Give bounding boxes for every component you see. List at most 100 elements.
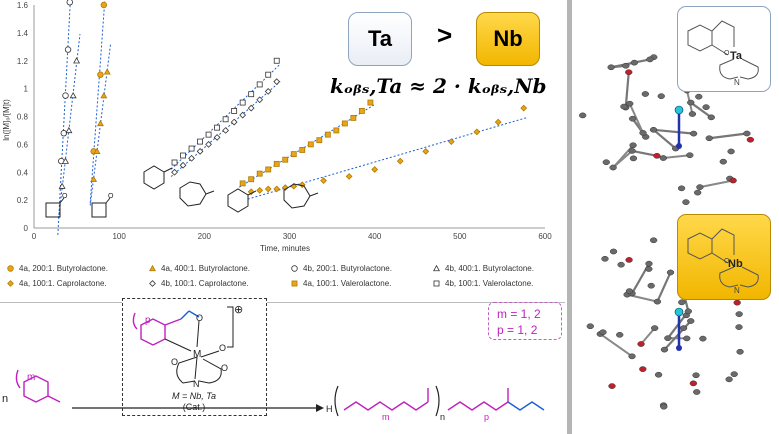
atom xyxy=(651,325,659,331)
legend-label: 4a, 400:1. Butyrolactone. xyxy=(161,264,250,273)
x-tick-label: 600 xyxy=(538,232,552,241)
atom xyxy=(626,100,634,107)
atom xyxy=(608,383,616,389)
data-point xyxy=(73,57,81,64)
atom xyxy=(659,155,667,161)
data-point xyxy=(231,108,238,114)
monomer-m: m xyxy=(27,372,35,383)
data-point xyxy=(230,118,238,126)
legend-label: 4b, 400:1. Butyrolactone. xyxy=(445,264,534,273)
atom xyxy=(607,64,615,71)
data-point xyxy=(341,120,348,127)
atom xyxy=(735,311,743,317)
caprolactone-structure-2 xyxy=(283,183,319,209)
nb-complex-o: O xyxy=(724,258,730,265)
data-point xyxy=(60,130,68,137)
atom xyxy=(677,185,686,192)
y-axis-label: ln([M]₀/[M]t) xyxy=(2,99,11,141)
data-point xyxy=(333,127,340,134)
legend-item: 4b, 200:1. Butyrolactone. xyxy=(290,264,392,273)
data-point xyxy=(256,81,263,88)
data-point xyxy=(291,265,298,272)
atom xyxy=(699,335,707,342)
atom xyxy=(686,152,694,159)
atom xyxy=(625,257,633,263)
data-point xyxy=(65,126,73,134)
data-point xyxy=(7,265,14,272)
data-point xyxy=(188,145,195,152)
data-point xyxy=(247,104,255,112)
data-point xyxy=(247,188,255,196)
ta-symbol: Ta xyxy=(367,26,393,51)
atom xyxy=(743,130,751,137)
data-point xyxy=(171,168,178,176)
atom xyxy=(625,288,634,294)
data-point xyxy=(171,159,178,166)
atom xyxy=(687,99,695,106)
nb-complex-metal: Nb xyxy=(728,258,743,270)
legend-label: 4a, 100:1. Caprolactone. xyxy=(19,279,107,288)
legend-marker xyxy=(433,264,440,272)
ta-complex-n: N xyxy=(734,78,740,87)
ta-complex-metal: Ta xyxy=(730,50,743,62)
atom xyxy=(645,266,653,272)
atom xyxy=(609,164,617,171)
data-point xyxy=(447,138,455,145)
atom xyxy=(654,371,663,378)
catalyst-p-label: p xyxy=(145,315,151,326)
catalyst-metal: M xyxy=(193,349,201,360)
monomer-ring xyxy=(15,369,61,403)
data-point xyxy=(62,92,69,99)
data-point xyxy=(90,175,98,182)
atom xyxy=(639,366,647,372)
atom xyxy=(629,155,638,162)
atom xyxy=(689,380,698,387)
ta-complex-box: Ta N O xyxy=(677,6,771,92)
atom xyxy=(679,325,688,331)
data-point xyxy=(473,128,481,136)
data-point xyxy=(188,154,195,162)
legend-marker xyxy=(291,265,298,272)
atom xyxy=(727,148,735,155)
data-point xyxy=(256,187,264,194)
reaction-scheme: n m H n m p xyxy=(2,369,545,422)
bond xyxy=(699,179,734,189)
atom xyxy=(616,331,624,338)
atom xyxy=(641,91,649,97)
polymer-bracket-left xyxy=(334,385,339,417)
data-point xyxy=(256,170,263,177)
divider-horizontal xyxy=(0,302,565,303)
monomer-n: n xyxy=(2,393,8,405)
data-point xyxy=(256,96,264,104)
data-point xyxy=(433,264,440,272)
atom xyxy=(625,69,633,76)
atom xyxy=(628,115,637,122)
polymer-backbone-2 xyxy=(447,388,509,411)
data-point xyxy=(320,177,327,184)
bond xyxy=(663,320,692,351)
data-point xyxy=(433,280,440,287)
data-point xyxy=(264,88,272,95)
atom xyxy=(602,159,610,166)
atom xyxy=(688,111,697,117)
legend-item: 4a, 200:1. Butyrolactone. xyxy=(6,264,108,273)
data-point xyxy=(367,99,374,106)
atom xyxy=(746,136,755,143)
atom xyxy=(630,59,639,66)
y-tick-label: 1 xyxy=(24,85,29,94)
atom xyxy=(653,152,661,159)
legend-marker xyxy=(433,280,440,287)
data-point xyxy=(213,134,221,141)
polymer-backbone-1 xyxy=(343,388,429,411)
atom xyxy=(682,199,690,205)
data-point xyxy=(350,114,357,121)
m-values: m = 1, 2 xyxy=(497,307,541,321)
y-tick-label: 0 xyxy=(24,224,29,233)
bond xyxy=(653,128,694,135)
atom xyxy=(696,184,704,190)
bond xyxy=(656,272,672,303)
nitrogen-atom xyxy=(676,345,682,351)
y-tick-label: 1.4 xyxy=(17,29,29,38)
